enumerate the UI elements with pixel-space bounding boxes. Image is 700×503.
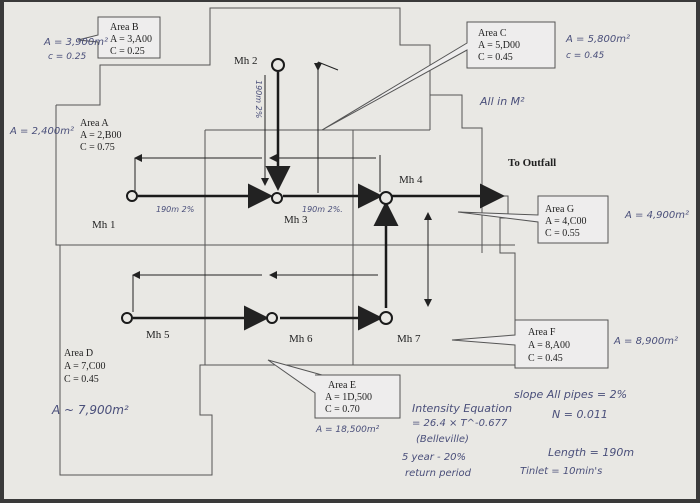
area-c-area: A = 5,D00: [478, 40, 520, 51]
hw-c-coef: c = 0.45: [566, 51, 605, 61]
mh5-label: Mh 5: [146, 329, 170, 341]
manhole-6: [266, 312, 278, 324]
mh1-label: Mh 1: [92, 219, 116, 231]
area-f-coef: C = 0.45: [528, 353, 563, 364]
hw-length: Length = 190m: [548, 446, 634, 459]
dimension-arrows: [132, 61, 432, 312]
callout-area-g: [457, 195, 609, 244]
manhole-2: [271, 58, 285, 72]
area-b-coef: C = 0.25: [110, 46, 145, 57]
area-a-title: Area A: [80, 118, 109, 129]
hw-c-area: A = 5,800m²: [565, 34, 630, 45]
area-a-area: A = 2,B00: [80, 130, 121, 141]
hw-intensity-3: (Belleville): [416, 434, 469, 445]
callout-area-c: [321, 21, 556, 131]
hw-intensity-1: Intensity Equation: [412, 402, 512, 415]
hw-slope: slope All pipes = 2%: [514, 388, 627, 401]
area-e-title: Area E: [328, 380, 356, 391]
area-g-title: Area G: [545, 204, 574, 215]
manhole-7: [379, 311, 393, 325]
manhole-5: [121, 312, 133, 324]
hw-g-area: A = 4,900m²: [624, 210, 689, 221]
hw-intensity-5: return period: [405, 468, 472, 479]
mh6-label: Mh 6: [289, 333, 313, 345]
hw-pipe-mh1-mh3: 190m 2%: [156, 205, 194, 214]
area-a-coef: C = 0.75: [80, 142, 115, 153]
callouts: [77, 16, 609, 419]
mh7-label: Mh 7: [397, 333, 421, 345]
hw-tinlet: Tinlet = 10min's: [520, 466, 602, 477]
area-b-title: Area B: [110, 22, 139, 33]
area-c-title: Area C: [478, 28, 507, 39]
area-e-coef: C = 0.70: [325, 404, 360, 415]
area-e-area: A = 1D,500: [325, 392, 372, 403]
mh2-label: Mh 2: [234, 55, 258, 67]
hw-d-area: A ~ 7,900m²: [51, 403, 129, 417]
manholes: [121, 58, 393, 325]
hw-pipe-mh2-mh3: 190m 2%: [254, 80, 263, 118]
area-d-area: A = 7,C00: [64, 361, 105, 372]
manhole-3: [271, 192, 283, 204]
hw-f-area: A = 8,900m²: [613, 336, 678, 347]
callout-area-e: [267, 359, 401, 419]
hw-units: All in M²: [479, 95, 525, 108]
manhole-1: [126, 190, 138, 202]
hw-e-area: A = 18,500m²: [315, 425, 380, 435]
area-f-area: A = 8,A00: [528, 340, 570, 351]
hw-pipe-mh3-mh4: 190m 2%.: [302, 205, 343, 214]
area-d-coef: C = 0.45: [64, 374, 99, 385]
manhole-4: [379, 191, 393, 205]
callout-area-f: [451, 319, 609, 369]
area-b-area: A = 3,A00: [110, 34, 152, 45]
area-c-coef: C = 0.45: [478, 52, 513, 63]
mh4-label: Mh 4: [399, 174, 423, 186]
mh3-label: Mh 3: [284, 214, 308, 226]
hw-b-area: A = 3,900m²: [43, 37, 108, 48]
hw-n-value: N = 0.011: [552, 408, 608, 421]
area-g-area: A = 4,C00: [545, 216, 586, 227]
hw-intensity-2: = 26.4 × T^-0.677: [412, 418, 508, 429]
area-d-title: Area D: [64, 348, 93, 359]
outfall-label: To Outfall: [508, 157, 556, 169]
hw-intensity-4: 5 year - 20%: [402, 452, 466, 463]
pipe-network: [133, 72, 505, 331]
area-f-title: Area F: [528, 327, 556, 338]
area-g-coef: C = 0.55: [545, 228, 580, 239]
callout-area-b: [77, 16, 161, 59]
hw-b-coef: c = 0.25: [48, 52, 87, 62]
hw-a-area: A = 2,400m²: [9, 126, 74, 137]
